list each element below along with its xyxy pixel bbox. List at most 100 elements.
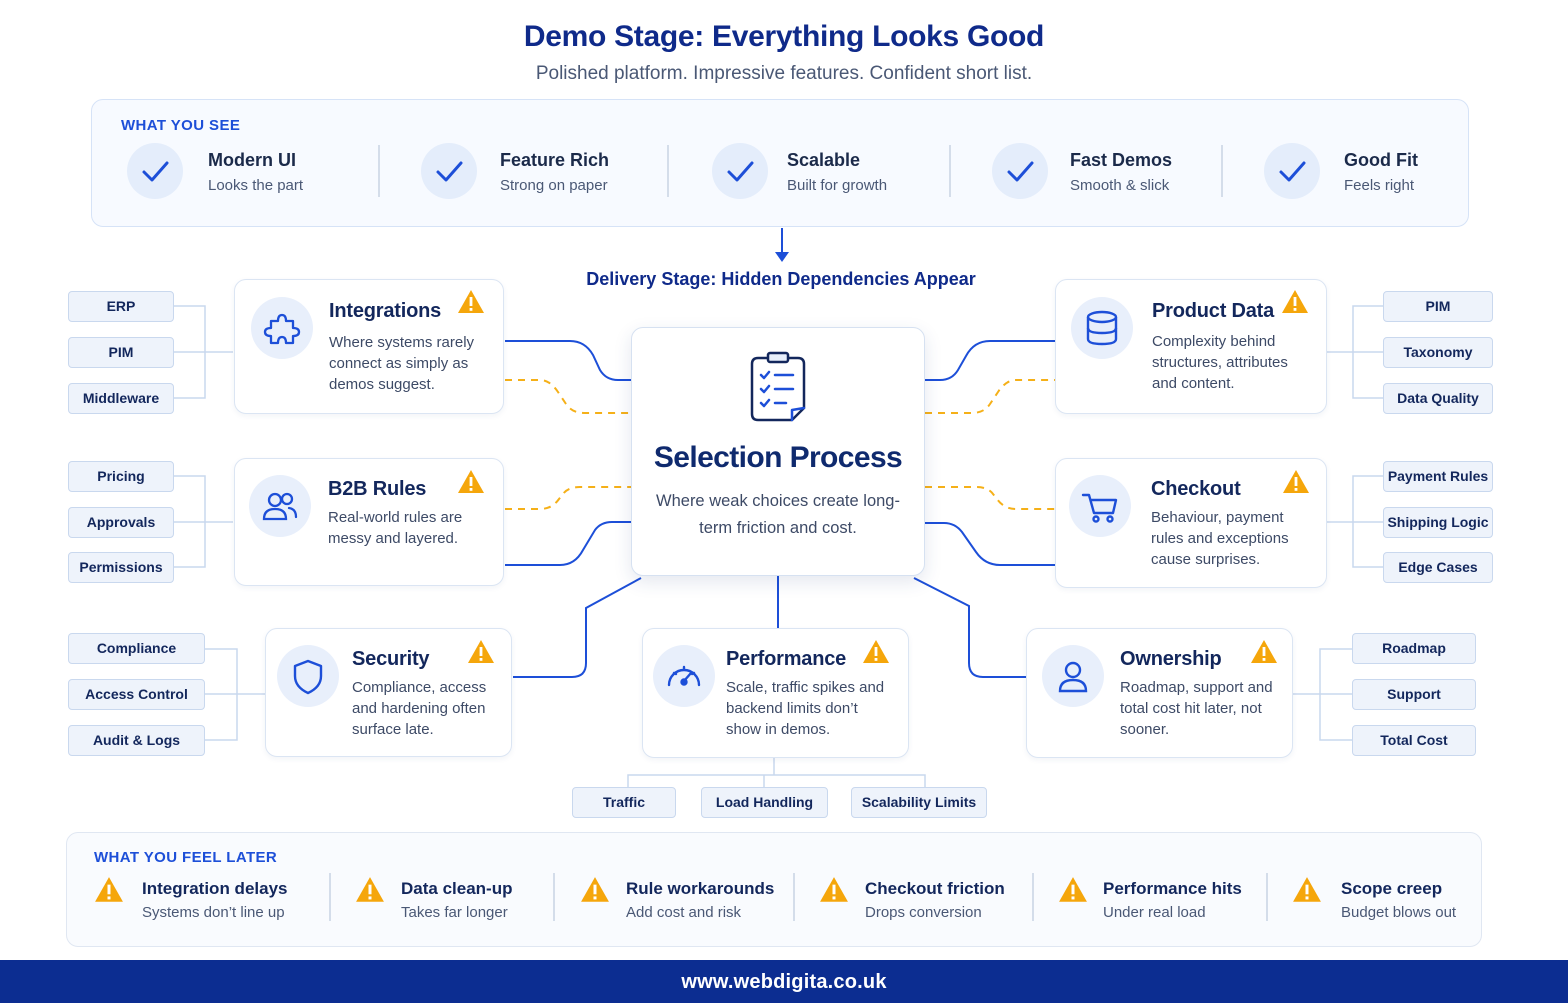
check-icon [127,143,183,199]
feel-item-subtitle: Systems don’t line up [142,904,285,921]
b2b-rules-title: B2B Rules [328,478,427,500]
warning-icon [468,640,494,663]
user-icon [1042,645,1104,707]
speedometer-icon [653,645,715,707]
feel-item-title: Integration delays [142,879,288,898]
checkout-description: Behaviour, payment rules and exceptions … [1151,509,1289,568]
pill-taxonomy: Taxonomy [1383,337,1493,368]
page-subtitle: Polished platform. Impressive features. … [535,63,1033,84]
security-description: Compliance, access and hardening often s… [352,679,487,738]
warning-icon [1059,877,1087,902]
pill-total-cost: Total Cost [1352,725,1476,756]
footer-bar [0,960,1568,1003]
what-you-feel-panel [66,832,1482,947]
checkout-title: Checkout [1151,478,1241,500]
integrations-title: Integrations [329,300,442,322]
divider [949,145,951,197]
pill-roadmap: Roadmap [1352,633,1476,664]
pill-approvals: Approvals [68,507,174,538]
pill-shipping-logic: Shipping Logic [1383,507,1493,538]
pill-erp: ERP [68,291,174,322]
users-icon [249,475,311,537]
divider [553,873,555,921]
see-item-subtitle: Smooth & slick [1070,177,1170,194]
pill-middleware: Middleware [68,383,174,414]
warning-icon [458,470,484,493]
pill-pim: PIM [68,337,174,368]
product-data-title: Product Data [1152,300,1275,322]
pill-access-control: Access Control [68,679,205,710]
selection-process-card [631,327,925,576]
ownership-title: Ownership [1120,648,1222,670]
feel-item-title: Scope creep [1341,879,1443,898]
clipboard-checklist-icon [750,351,806,422]
divider [667,145,669,197]
check-icon [421,143,477,199]
integrations-description: Where systems rarely connect as simply a… [329,334,475,393]
warning-icon [863,640,889,663]
check-icon [992,143,1048,199]
warning-icon [1293,877,1321,902]
b2b-rules-description: Real-world rules are messy and layered. [328,509,463,547]
see-item-title: Modern UI [208,150,296,170]
product-data-description: Complexity behind structures, attributes… [1152,333,1288,392]
feel-item-title: Checkout friction [865,879,1005,898]
cart-icon [1069,475,1131,537]
what-you-feel-label: WHAT YOU FEEL LATER [94,849,278,866]
what-you-see-label: WHAT YOU SEE [121,117,241,134]
warning-icon [95,877,123,902]
footer-url-link[interactable]: www.webdigita.co.uk [681,971,887,993]
see-item-title: Fast Demos [1070,150,1173,170]
check-icon [1264,143,1320,199]
see-item-subtitle: Built for growth [787,177,888,194]
feel-item-subtitle: Drops conversion [865,904,982,921]
pill-pim: PIM [1383,291,1493,322]
warning-icon [1251,640,1277,663]
see-item-subtitle: Looks the part [208,177,304,194]
warning-icon [581,877,609,902]
divider [329,873,331,921]
warning-icon [458,290,484,313]
database-icon [1071,297,1133,359]
feel-item-title: Performance hits [1103,879,1242,898]
divider [1032,873,1034,921]
shield-icon [277,645,339,707]
pill-scalability-limits: Scalability Limits [851,787,987,818]
feel-item-subtitle: Add cost and risk [626,904,742,921]
see-item-title: Scalable [787,150,861,170]
center-title: Selection Process [653,441,903,474]
pill-traffic: Traffic [572,787,676,818]
page-title: Demo Stage: Everything Looks Good [523,20,1045,53]
pill-data-quality: Data Quality [1383,383,1493,414]
ownership-description: Roadmap, support and total cost hit late… [1120,679,1273,738]
pill-compliance: Compliance [68,633,205,664]
pill-payment-rules: Payment Rules [1383,461,1493,492]
warning-icon [1283,470,1309,493]
delivery-stage-title: Delivery Stage: Hidden Dependencies Appe… [586,269,976,289]
divider [378,145,380,197]
see-item-title: Good Fit [1344,150,1418,170]
warning-icon [1282,290,1308,313]
pill-permissions: Permissions [68,552,174,583]
pill-pricing: Pricing [68,461,174,492]
pill-load-handling: Load Handling [701,787,828,818]
puzzle-icon [251,297,313,359]
feel-item-subtitle: Under real load [1103,904,1206,921]
divider [1266,873,1268,921]
feel-item-subtitle: Takes far longer [401,904,508,921]
see-item-subtitle: Feels right [1344,177,1415,194]
security-title: Security [352,648,430,670]
see-item-subtitle: Strong on paper [500,177,608,194]
divider [1221,145,1223,197]
pill-support: Support [1352,679,1476,710]
feel-item-title: Data clean-up [401,879,513,898]
warning-icon [356,877,384,902]
feel-item-title: Rule workarounds [626,879,775,898]
feel-item-subtitle: Budget blows out [1341,904,1457,921]
performance-title: Performance [726,648,847,670]
check-icon [712,143,768,199]
what-you-see-panel [91,99,1469,227]
warning-icon [820,877,848,902]
pill-audit-logs: Audit & Logs [68,725,205,756]
